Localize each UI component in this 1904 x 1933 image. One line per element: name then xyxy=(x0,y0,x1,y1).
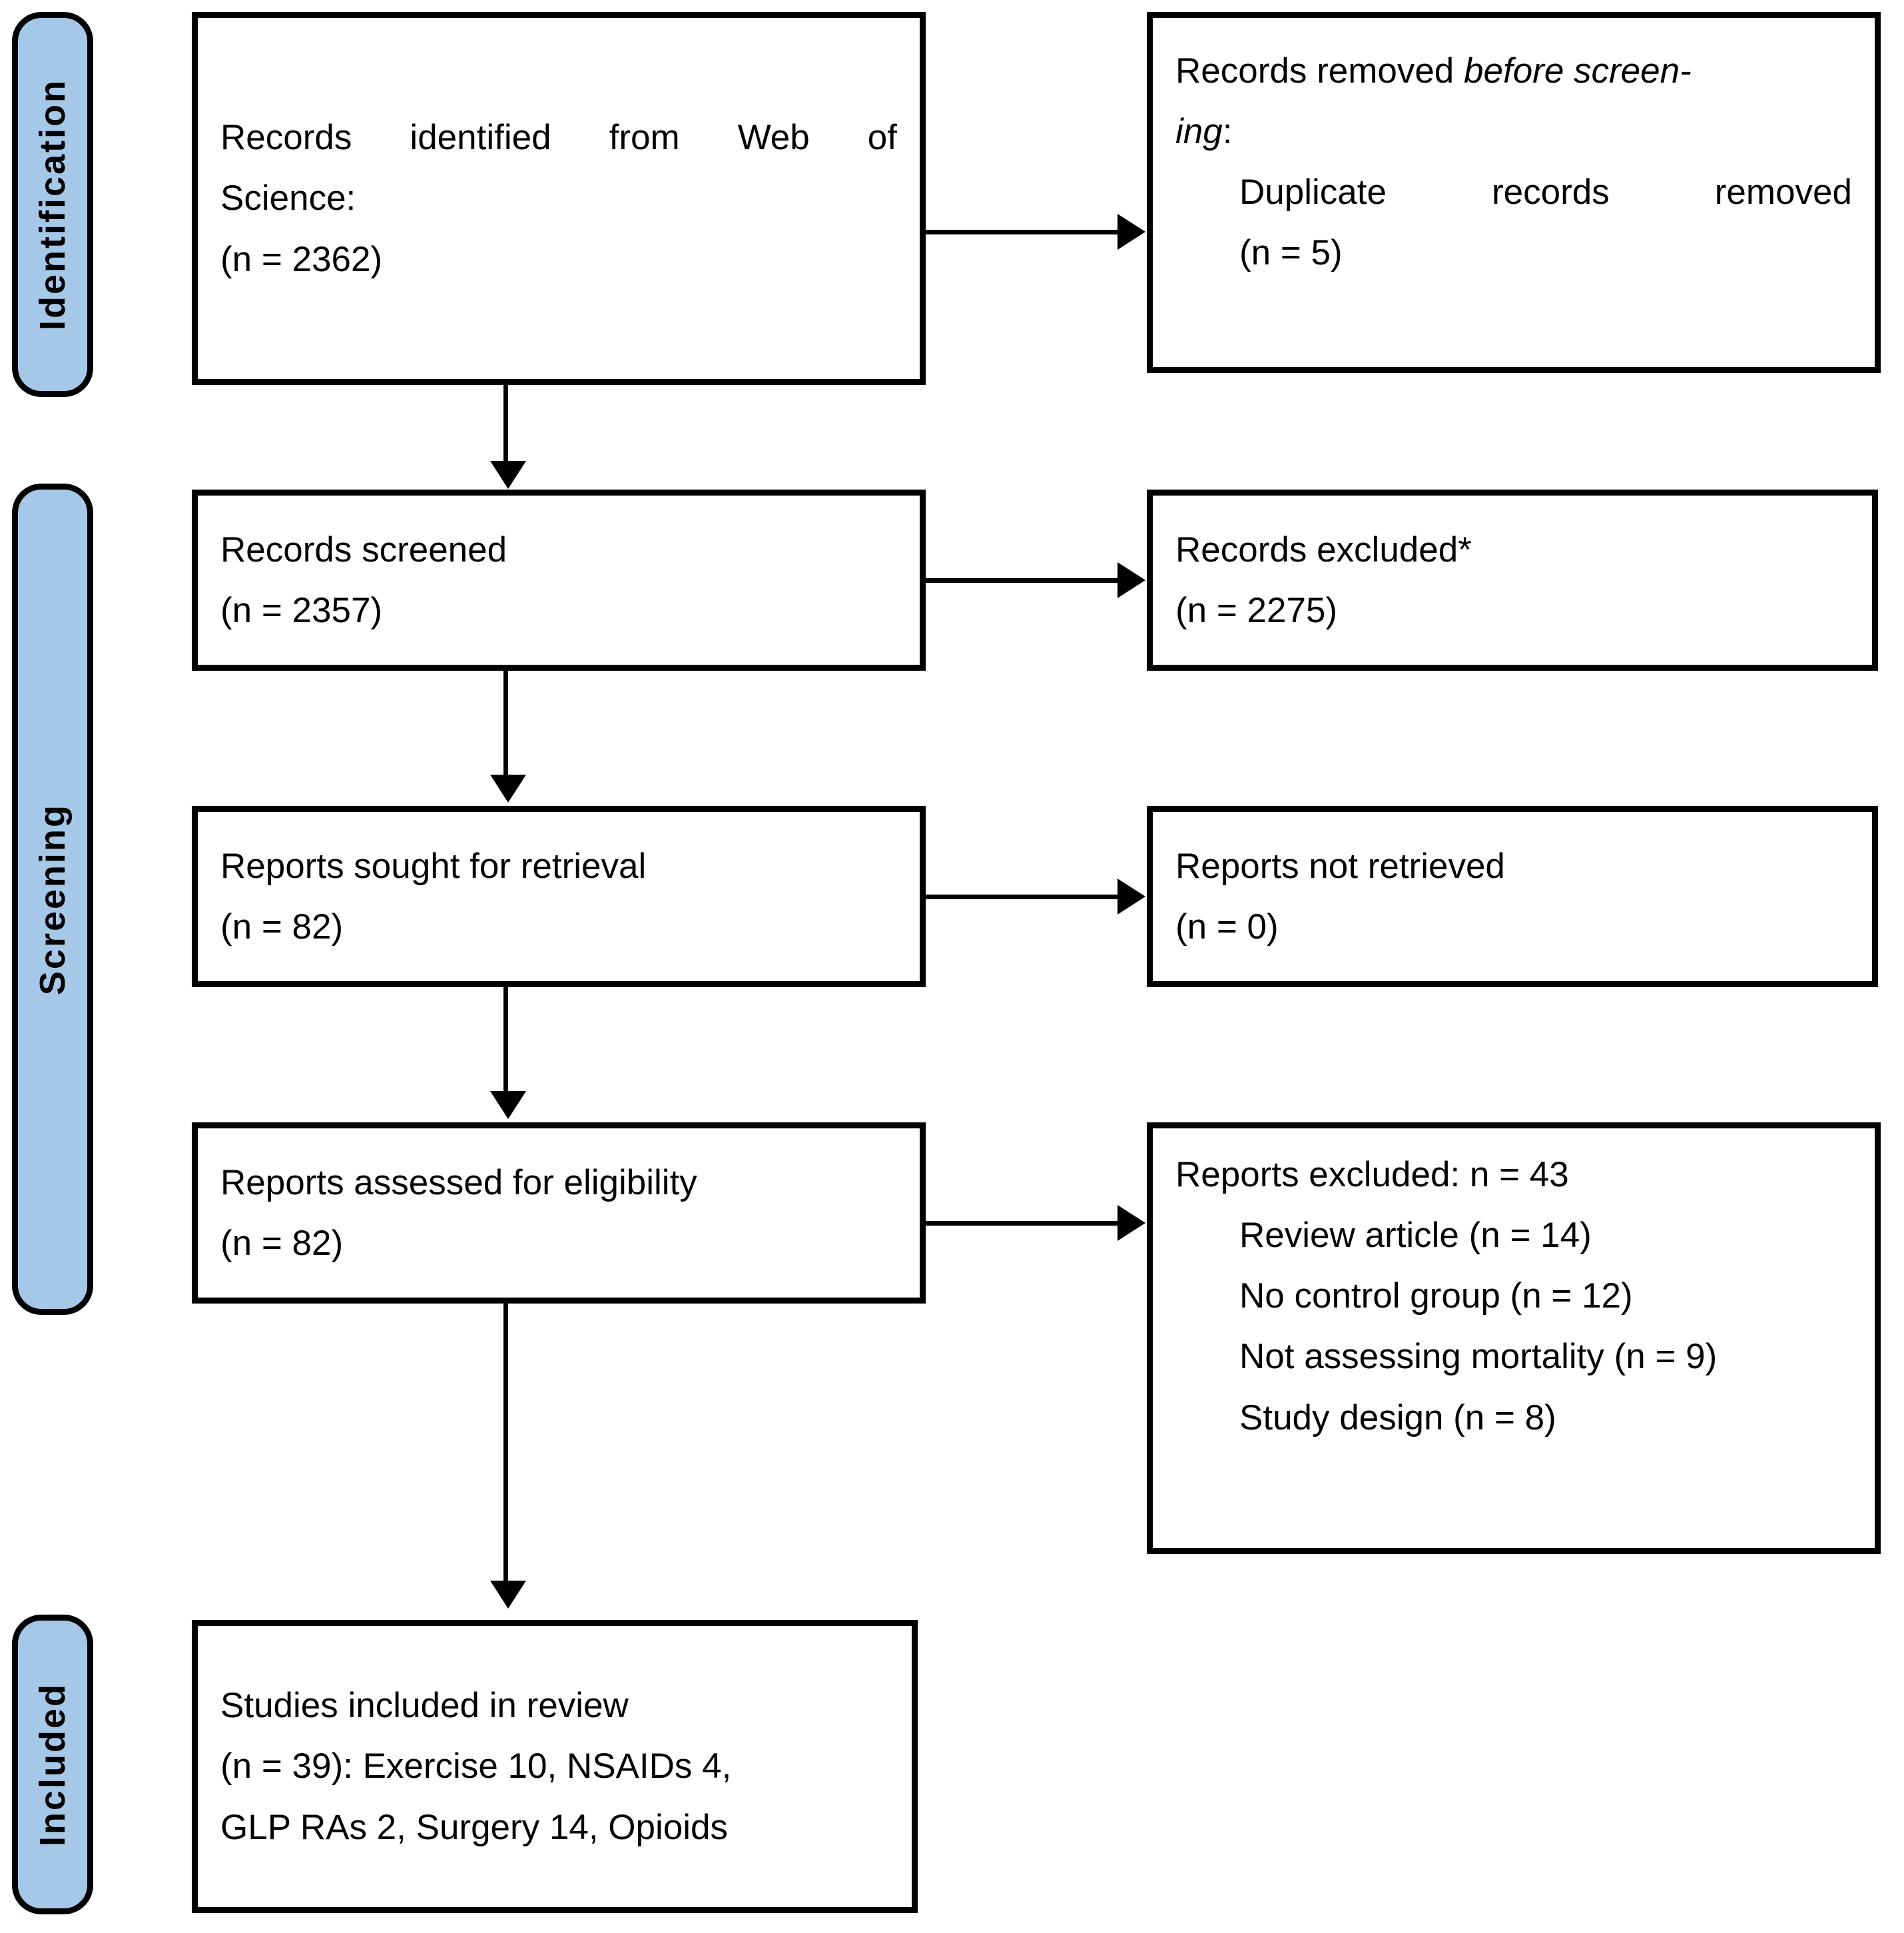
records-removed-line-2: ing: xyxy=(1175,101,1852,162)
reports-not-retrieved-count: (n = 0) xyxy=(1175,907,1279,947)
stage-pill-screening: Screening xyxy=(12,484,93,1315)
box-records-screened: Records screened (n = 2357) xyxy=(192,490,926,671)
connector-sought-to-not-retrieved xyxy=(926,895,1117,899)
studies-included-label: Studies included in review xyxy=(220,1686,629,1726)
records-excluded-count: (n = 2275) xyxy=(1175,591,1338,630)
stage-label-screening: Screening xyxy=(33,803,73,996)
box-records-removed-before-screening: Records removed before screen- ing: Dupl… xyxy=(1147,12,1881,373)
reports-excluded-reason: Review article (n = 14) xyxy=(1239,1216,1592,1256)
records-removed-prefix: Records removed xyxy=(1175,51,1464,91)
connector-screened-to-excluded xyxy=(926,578,1117,583)
box-records-excluded: Records excluded* (n = 2275) xyxy=(1147,490,1878,671)
box-reports-sought-for-retrieval: Reports sought for retrieval (n = 82) xyxy=(192,806,926,987)
arrowhead-identified-to-removed xyxy=(1117,214,1145,250)
box-records-identified: Records identified from Web of Science: … xyxy=(192,12,926,385)
records-removed-line-1: Records removed before screen- xyxy=(1175,41,1852,101)
arrowhead-identified-to-screened xyxy=(490,461,526,489)
records-removed-italic-2: ing xyxy=(1175,112,1223,152)
stage-label-included: Included xyxy=(33,1682,73,1846)
stage-label-identification: Identification xyxy=(33,79,73,330)
arrowhead-assessed-to-included xyxy=(490,1581,526,1609)
reports-not-retrieved-label: Reports not retrieved xyxy=(1175,846,1505,886)
reports-excluded-reason: No control group (n = 12) xyxy=(1239,1276,1633,1316)
connector-identified-to-removed xyxy=(926,230,1117,234)
connector-identified-to-screened xyxy=(503,385,508,465)
box-reports-assessed-for-eligibility: Reports assessed for eligibility (n = 82… xyxy=(192,1122,926,1304)
stage-pill-identification: Identification xyxy=(12,12,93,397)
box-studies-included-in-review: Studies included in review (n = 39): Exe… xyxy=(192,1620,918,1913)
arrowhead-sought-to-assessed xyxy=(490,1091,526,1119)
duplicate-records-removed-count: (n = 5) xyxy=(1239,233,1343,273)
records-removed-colon: : xyxy=(1222,112,1233,152)
records-excluded-label: Records excluded* xyxy=(1175,530,1472,570)
records-screened-count: (n = 2357) xyxy=(220,591,383,630)
connector-sought-to-assessed xyxy=(503,987,508,1094)
studies-included-count-line-2: GLP RAs 2, Surgery 14, Opioids xyxy=(220,1807,729,1847)
records-identified-line-1: Records identified from Web of xyxy=(220,118,897,158)
records-screened-label: Records screened xyxy=(220,530,507,570)
arrowhead-sought-to-not-retrieved xyxy=(1117,879,1145,915)
reports-excluded-reason: Not assessing mortality (n = 9) xyxy=(1239,1337,1718,1377)
connector-assessed-to-included xyxy=(503,1304,508,1583)
reports-assessed-count: (n = 82) xyxy=(220,1224,344,1263)
arrowhead-screened-to-sought xyxy=(490,775,526,803)
arrowhead-assessed-to-reports-excluded xyxy=(1117,1205,1145,1241)
arrowhead-screened-to-excluded xyxy=(1117,562,1145,598)
reports-assessed-label: Reports assessed for eligibility xyxy=(220,1162,697,1202)
records-identified-count: (n = 2362) xyxy=(220,239,383,279)
studies-included-count-line-1: (n = 39): Exercise 10, NSAIDs 4, xyxy=(220,1746,732,1786)
records-identified-line-2: Science: xyxy=(220,179,356,218)
reports-excluded-reason: Study design (n = 8) xyxy=(1239,1397,1556,1437)
reports-sought-label: Reports sought for retrieval xyxy=(220,846,647,886)
reports-sought-count: (n = 82) xyxy=(220,907,344,947)
duplicate-records-removed-line: Duplicate records removed xyxy=(1239,173,1852,212)
box-reports-not-retrieved: Reports not retrieved (n = 0) xyxy=(1147,806,1878,987)
box-reports-excluded-reasons: Reports excluded: n = 43 Review article … xyxy=(1147,1122,1881,1554)
reports-excluded-header: Reports excluded: n = 43 xyxy=(1175,1155,1569,1194)
stage-pill-included: Included xyxy=(12,1615,93,1914)
connector-screened-to-sought xyxy=(503,671,508,777)
connector-assessed-to-reports-excluded xyxy=(926,1221,1117,1226)
records-removed-italic-1: before screen- xyxy=(1464,51,1692,91)
